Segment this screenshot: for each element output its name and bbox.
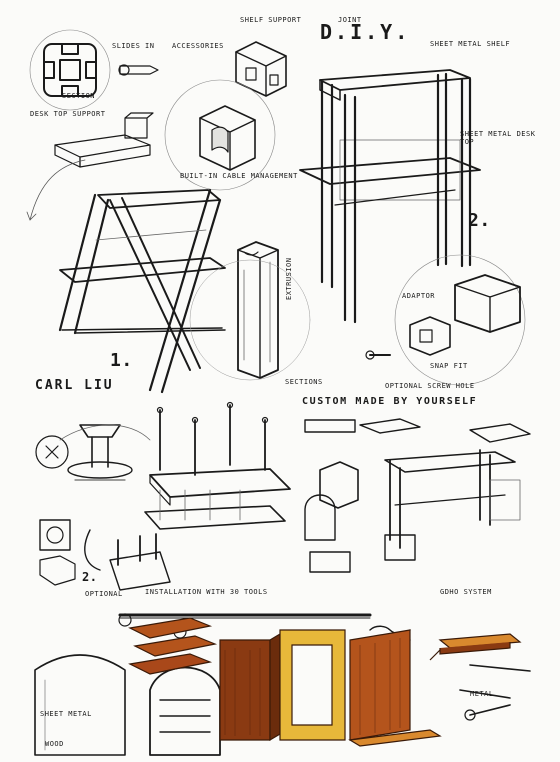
signature: CARL LIU: [35, 378, 114, 393]
adaptor-sketch: [365, 254, 526, 386]
optional-label: OPTIONAL: [85, 590, 123, 598]
step-2-number: 2.: [468, 210, 491, 231]
installation-label: INSTALLATION WITH 30 TOOLS: [145, 588, 268, 596]
sheet-metal-label: SHEET METAL: [40, 710, 92, 718]
custom-made-heading: CUSTOM MADE BY YOURSELF: [302, 396, 478, 407]
desk-top-support-label: DESK TOP SUPPORT: [30, 110, 106, 118]
snap-fit-label: SNAP FIT: [430, 362, 468, 370]
slides-in-label: SLIDES IN: [112, 42, 155, 50]
sheet-metal-desk-top-label: SHEET METAL DESK TOP: [460, 130, 536, 146]
sections-label: SECTIONS: [285, 378, 323, 386]
sheet-metal-shelf-label: SHEET METAL SHELF: [430, 40, 511, 48]
extrusion-section-sketch: [29, 29, 159, 111]
wood-label: WOOD: [45, 740, 64, 748]
desk-1-sketch: [58, 188, 226, 394]
cable-management-sketch: [199, 105, 256, 171]
metal-label: METAL: [470, 690, 494, 698]
section-label: SECTION: [62, 92, 96, 100]
step-2b-number: 2.: [82, 570, 98, 584]
joint-piece-sketch: [235, 41, 287, 97]
assembly-steps-sketch: [35, 401, 531, 591]
shelf-support-label: SHELF SUPPORT: [240, 16, 302, 24]
built-in-cable-label: BUILT-IN CABLE MANAGEMENT: [180, 172, 298, 180]
diy-title: D.I.Y.: [320, 20, 411, 44]
accessories-label: ACCESSORIES: [172, 42, 224, 50]
adaptor-label: ADAPTOR: [402, 292, 436, 300]
desk-top-support-sketch: [26, 112, 154, 221]
extrusion-sketch: [189, 241, 311, 381]
desk-2-sketch: [299, 69, 481, 324]
joint-label: JOINT: [338, 16, 362, 24]
optional-screw-hole-label: OPTIONAL SCREW HOLE: [385, 382, 475, 390]
wood-pieces: [128, 617, 522, 747]
extrusion-label: EXTRUSION: [285, 257, 293, 300]
step-1-number: 1.: [110, 350, 133, 371]
gdho-system-label: GDHO SYSTEM: [440, 588, 492, 596]
